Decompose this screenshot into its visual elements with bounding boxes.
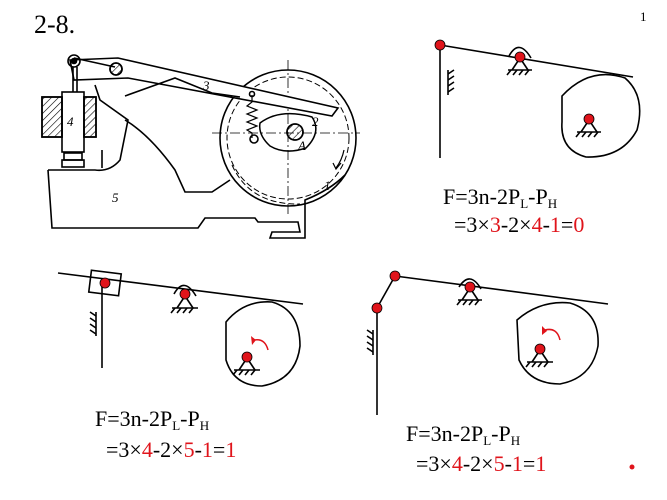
- label-3: 3: [202, 78, 210, 93]
- red-dot-decoration: [629, 464, 635, 470]
- schematic-bottom-right: [366, 275, 609, 415]
- formula-2-line-2: =3×4-2×5-1=1: [106, 437, 237, 462]
- cam-bottom-left: [225, 301, 301, 387]
- label-5: 5: [112, 190, 119, 205]
- formula-2-line-1: F=3n-2PL-PH: [95, 406, 210, 433]
- label-2: 2: [312, 114, 319, 129]
- joints-bottom-left: [99, 277, 253, 363]
- formula-3-line-2: =3×4-2×5-1=1: [416, 451, 547, 476]
- formula-1-line-1: F=3n-2PL-PH: [443, 184, 558, 211]
- cam-top-right: [561, 73, 641, 158]
- label-1: 1: [324, 178, 331, 193]
- schematic-bottom-left: [57, 269, 304, 387]
- lever-3: [69, 57, 340, 117]
- joints-top-right: [434, 39, 595, 125]
- rotation-arrow-bottom-left: [251, 336, 269, 351]
- slider-block: [87, 269, 123, 297]
- spring: [245, 95, 259, 138]
- schematic-top-right: [439, 44, 641, 158]
- formula-1-line-2: =3×3-2×4-1=0: [454, 212, 585, 237]
- formula-3-line-1: F=3n-2PL-PH: [406, 421, 521, 448]
- problem-number: 2-8.: [34, 10, 76, 39]
- page-number: 1: [640, 9, 647, 24]
- label-A: A: [297, 138, 306, 153]
- press-machine-drawing: [41, 54, 360, 239]
- frame-5: [47, 169, 346, 239]
- cam-bottom-right: [516, 301, 599, 385]
- joints-bottom-right: [371, 270, 546, 355]
- cam-2: [258, 112, 317, 152]
- label-4: 4: [67, 114, 74, 129]
- rotation-arrow-bottom-right: [542, 326, 561, 341]
